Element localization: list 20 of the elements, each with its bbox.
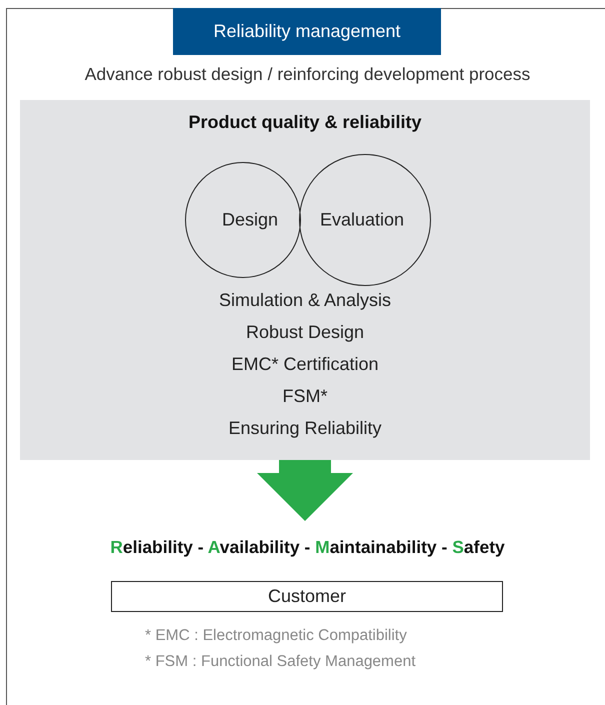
venn-circle — [185, 162, 301, 278]
goals-heading: Reliability - Availability - Maintainability - Safety — [0, 537, 605, 558]
list-item: Ensuring Reliability — [227, 418, 383, 439]
banner-text: Reliability management — [213, 21, 401, 42]
panel-background — [20, 100, 590, 460]
list-item: EMC* Certification — [230, 354, 380, 375]
footnote: * EMC : Electromagnetic Compatibility — [145, 627, 407, 645]
customer-box — [111, 581, 503, 612]
venn-circle — [299, 154, 431, 286]
list-item: Simulation & Analysis — [218, 290, 392, 311]
circle-label: Evaluation — [320, 210, 404, 230]
list-item: Robust Design — [244, 322, 366, 343]
circle-label: Design — [222, 210, 278, 230]
title-banner — [173, 8, 441, 55]
panel-heading: Product quality & reliability — [187, 112, 423, 133]
footnote: * FSM : Functional Safety Management — [145, 653, 416, 671]
customer-label: Customer — [268, 586, 346, 607]
subtitle: Advance robust design / reinforcing development process — [84, 64, 532, 85]
arrow — [257, 460, 353, 521]
list-item: FSM* — [282, 386, 328, 407]
